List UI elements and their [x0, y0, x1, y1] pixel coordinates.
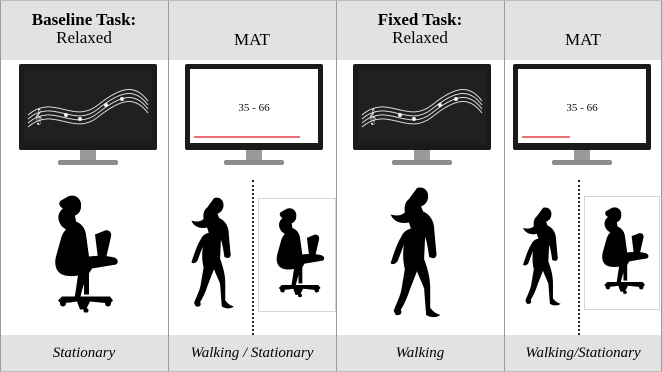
svg-text:𝄞: 𝄞 [34, 109, 42, 125]
footer-label: Walking [395, 345, 445, 361]
column-header: MAT [504, 0, 662, 60]
seated-panel [258, 198, 336, 312]
column-footer: Walking / Stationary [168, 335, 336, 372]
walking-person-silhouette-icon [188, 196, 240, 323]
column-footer: Walking [336, 335, 504, 372]
top-border [0, 0, 662, 1]
walking-person-silhouette-icon [520, 204, 566, 321]
column-header: Fixed Task: Relaxed [336, 0, 504, 60]
svg-text:𝄞: 𝄞 [368, 109, 376, 125]
footer-right-label: Stationary [250, 345, 314, 361]
seated-panel [584, 196, 660, 310]
column-header: Baseline Task: Relaxed [0, 0, 168, 60]
header-label: Relaxed [392, 28, 448, 47]
header-label: MAT [565, 30, 601, 49]
footer-separator: / [573, 345, 579, 361]
seated-person-silhouette-icon [585, 197, 659, 302]
footer-separator: / [242, 345, 248, 361]
footer-left-label: Walking [525, 345, 574, 361]
header-label: Relaxed [56, 28, 112, 47]
header-label: MAT [234, 30, 270, 49]
column-divider [168, 0, 169, 372]
math-task-screen-icon: 35 - 66 [184, 63, 324, 173]
column-footer: Stationary [0, 335, 168, 372]
seated-person-silhouette-icon [32, 190, 132, 320]
mat-problem-text: 35 - 66 [238, 102, 270, 114]
header-bold-label: Fixed Task: [377, 10, 463, 29]
footer-right-label: Stationary [578, 345, 641, 361]
walking-person-silhouette-icon [385, 186, 449, 333]
music-staff-screen-icon: 𝄞 [352, 63, 492, 173]
math-task-screen-icon: 35 - 66 [512, 63, 652, 173]
music-staff-screen-icon: 𝄞 [18, 63, 158, 173]
header-bold-label: Baseline Task: [31, 10, 137, 29]
seated-person-silhouette-icon [259, 199, 335, 304]
mat-problem-text: 35 - 66 [566, 102, 598, 114]
column-divider [504, 0, 505, 372]
condition-divider-dotted [252, 180, 254, 335]
column-header: MAT [168, 0, 336, 60]
condition-divider-dotted [578, 180, 580, 335]
column-divider [336, 0, 337, 372]
footer-label: Stationary [52, 345, 116, 361]
column-footer: Walking/Stationary [504, 335, 662, 372]
footer-left-label: Walking [190, 345, 240, 361]
column-divider [0, 0, 1, 372]
